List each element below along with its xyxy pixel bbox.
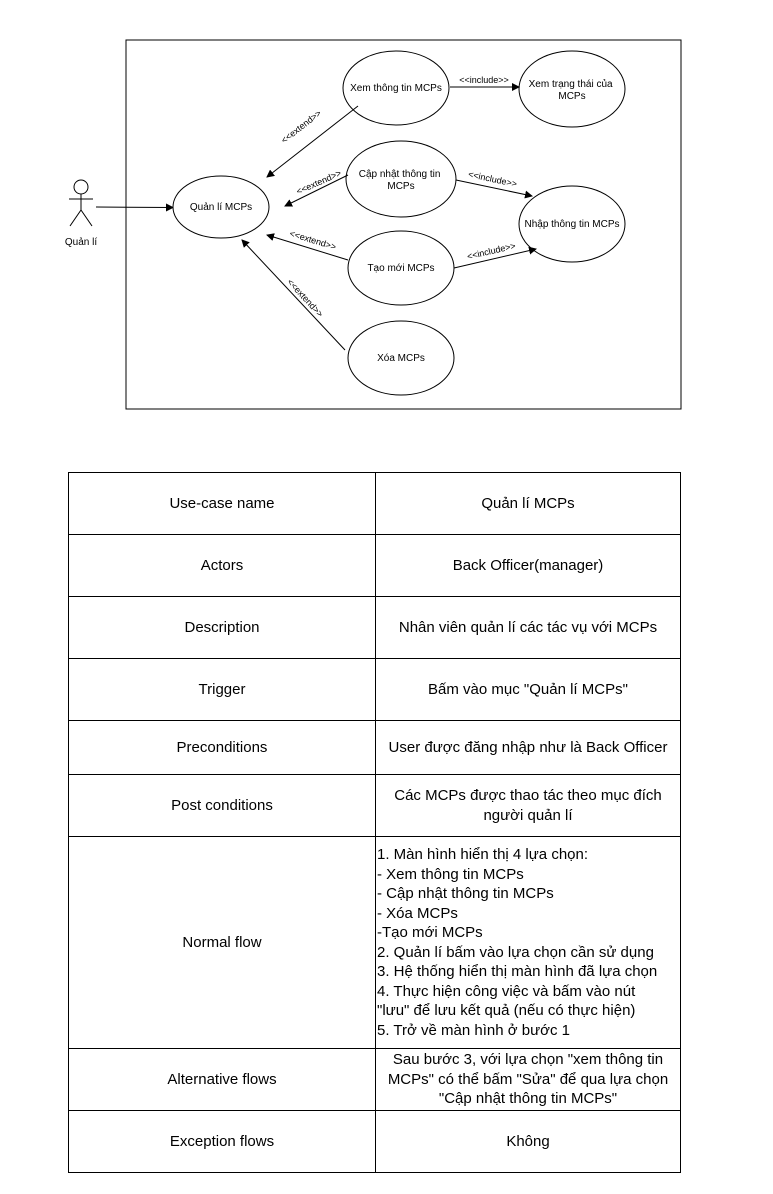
row-value: 1. Màn hình hiển thị 4 lựa chọn: - Xem t… <box>375 836 681 1049</box>
row-value: Các MCPs được thao tác theo mục đích ngư… <box>375 774 681 837</box>
normal-flow-line: 1. Màn hình hiển thị 4 lựa chọn: <box>377 846 589 863</box>
normal-flow-line: - Xem thông tin MCPs <box>377 865 524 883</box>
normal-flow-line: 5. Trở về màn hình ở bước 1 <box>377 1021 570 1039</box>
usecase-enter-info-label: Nhập thông tin MCPs <box>524 219 619 230</box>
normal-flow-line: "lưu" để lưu kết quả (nếu có thực hiện) <box>377 1002 636 1019</box>
row-key: Trigger <box>68 658 376 721</box>
extend-label-view: <<extend>> <box>279 108 323 145</box>
extend-arrow-create <box>266 233 349 261</box>
row-value: User được đăng nhập như là Back Officer <box>375 720 681 775</box>
table-row: Preconditions User được đăng nhập như là… <box>68 720 681 775</box>
normal-flow-line: 2. Quản lí bấm vào lựa chọn cần sử dụng <box>377 943 654 961</box>
usecase-enter-info <box>518 185 626 263</box>
row-value: Back Officer(manager) <box>375 534 681 597</box>
table-row: Description Nhân viên quản lí các tác vụ… <box>68 596 681 659</box>
include-label-update: <<include>> <box>467 169 518 189</box>
table-row: Normal flow 1. Màn hình hiển thị 4 lựa c… <box>68 836 681 1049</box>
row-key: Use-case name <box>68 472 376 535</box>
usecase-manage <box>172 175 270 239</box>
use-case-table: Use-case name Quản lí MCPs Actors Back O… <box>68 472 681 1173</box>
usecase-view-status-line2: MCPs <box>558 91 585 102</box>
normal-flow-line: -Tạo mới MCPs <box>377 924 483 941</box>
usecase-view <box>342 50 450 126</box>
usecase-manage-label: Quản lí MCPs <box>190 202 252 213</box>
usecase-view-label: Xem thông tin MCPs <box>350 83 442 94</box>
row-value: Bấm vào mục "Quản lí MCPs" <box>375 658 681 721</box>
row-key: Normal flow <box>68 836 376 1049</box>
extend-arrow-update <box>284 174 349 207</box>
row-key: Actors <box>68 534 376 597</box>
association-line <box>95 203 174 212</box>
row-key: Description <box>68 596 376 659</box>
extend-arrow-delete <box>241 239 346 351</box>
usecase-delete <box>347 320 455 396</box>
row-key: Exception flows <box>68 1110 376 1173</box>
table-row: Alternative flows Sau bước 3, với lựa ch… <box>68 1048 681 1111</box>
normal-flow-line: - Xóa MCPs <box>377 904 458 922</box>
row-key: Alternative flows <box>68 1048 376 1111</box>
usecase-update-line2: MCPs <box>387 181 414 192</box>
include-arrow-update <box>455 179 533 199</box>
usecase-create-label: Tạo mới MCPs <box>367 263 434 274</box>
table-row: Trigger Bấm vào mục "Quản lí MCPs" <box>68 658 681 721</box>
normal-flow-line: 4. Thực hiện công việc và bấm vào nút <box>377 982 636 1000</box>
actor-figure <box>69 179 93 227</box>
table-row: Use-case name Quản lí MCPs <box>68 472 681 535</box>
use-case-diagram: Quản lí Quản lí MCPs Xem thông tin MCPs … <box>65 39 682 410</box>
extend-arrow-view <box>266 105 359 178</box>
row-value: Nhân viên quản lí các tác vụ với MCPs <box>375 596 681 659</box>
include-label-view: <<include>> <box>459 75 509 85</box>
extend-label-update: <<extend>> <box>295 168 343 197</box>
usecase-update-label: Cập nhật thông tin MCPs <box>359 169 444 192</box>
usecase-update-line1: Cập nhật thông tin <box>359 169 441 180</box>
extend-label-delete: <<extend>> <box>285 277 325 319</box>
row-key: Preconditions <box>68 720 376 775</box>
normal-flow-line: 3. Hệ thống hiển thị màn hình đã lựa chọ… <box>377 963 658 980</box>
include-label-create: <<include>> <box>466 241 517 262</box>
include-arrow-create <box>453 246 537 269</box>
table-row: Post conditions Các MCPs được thao tác t… <box>68 774 681 837</box>
extend-label-create: <<extend>> <box>288 228 337 252</box>
row-value: Sau bước 3, với lựa chọn "xem thông tin … <box>375 1048 681 1111</box>
usecase-delete-label: Xóa MCPs <box>377 353 425 364</box>
system-boundary <box>125 39 682 410</box>
usecase-view-status-label: Xem trạng thái của MCPs <box>529 78 616 102</box>
usecase-update <box>345 140 457 218</box>
row-value: Không <box>375 1110 681 1173</box>
usecase-view-status-line1: Xem trạng thái của <box>529 78 613 90</box>
row-value: Quản lí MCPs <box>375 472 681 535</box>
normal-flow-line: - Cập nhật thông tin MCPs <box>377 885 554 902</box>
table-row: Exception flows Không <box>68 1110 681 1173</box>
actor-label: Quản lí <box>65 237 97 248</box>
row-key: Post conditions <box>68 774 376 837</box>
table-row: Actors Back Officer(manager) <box>68 534 681 597</box>
